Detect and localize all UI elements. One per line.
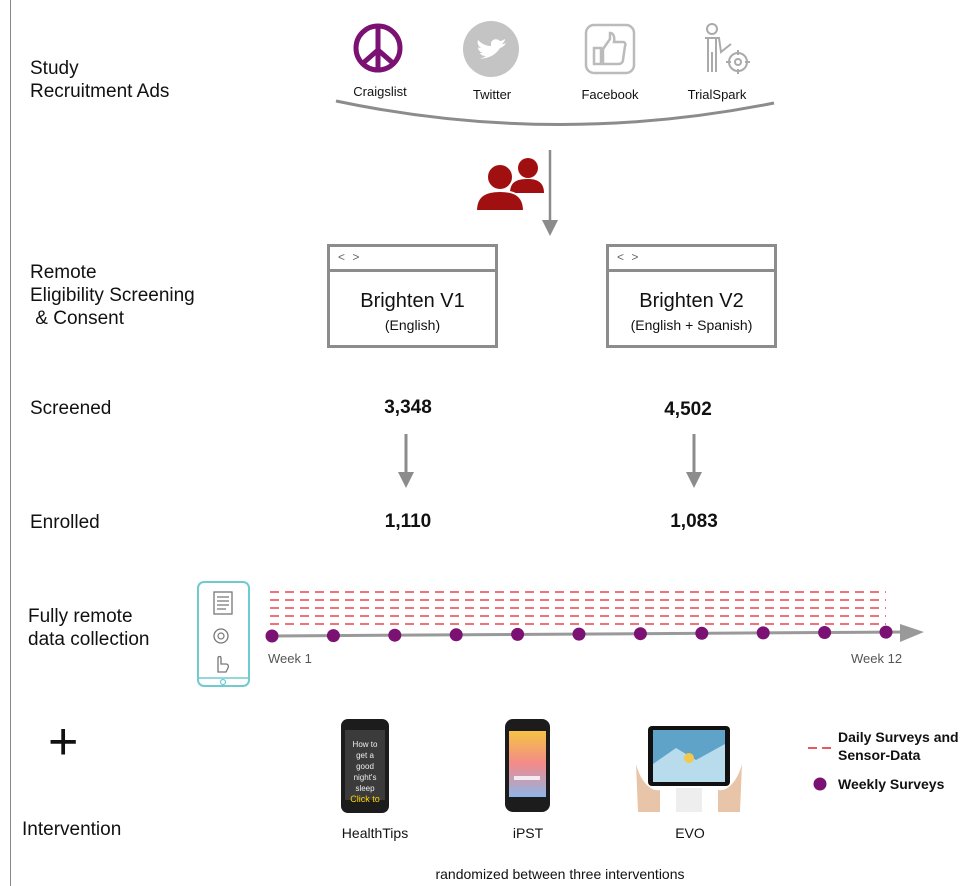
weekly-survey-dot [695,626,709,640]
browser-bar: < > [609,247,774,272]
enrolled-label: Enrolled [30,512,100,533]
legend-dot-icon [813,777,827,791]
ad-label-craigslist: Craigslist [353,84,407,99]
browser-bar: < > [330,247,495,272]
ipst-phone [505,719,550,812]
weekly-survey-dot [265,629,279,643]
weekly-survey-dot [879,625,893,639]
screened-v2: 4,502 [664,399,712,420]
brighten-v2-box: < > Brighten V2 (English + Spanish) [606,244,777,348]
twitter-bird-icon [463,21,519,77]
person-target-icon [705,23,750,74]
weekly-survey-dot [449,628,463,642]
plus-sign: + [48,713,79,771]
brighten-v1-box: < > Brighten V1 (English) [327,244,498,348]
healthtips-phone [341,719,389,813]
footer-caption: randomized between three interventions [435,866,685,882]
weekly-survey-dot [326,629,340,643]
evo-tablet [636,726,742,812]
people-icon [474,158,544,212]
weekly-survey-dot [756,626,770,640]
down-arrow-v2 [686,434,702,488]
recruitment-bracket [335,99,775,126]
enrolled-v2: 1,083 [670,511,718,532]
week-start-label: Week 1 [268,651,312,666]
study-subtitle-v2: (English + Spanish) [630,317,753,333]
weekly-survey-dot [572,627,586,641]
ad-label-facebook: Facebook [581,87,639,102]
study-title-v2: Brighten V2 [639,290,744,312]
study-subtitle-v1: (English) [384,317,441,333]
screened-label: Screened [30,398,112,419]
study-title-v1: Brighten V1 [360,290,465,312]
week-end-label: Week 12 [851,651,903,666]
legend-dash-icon [808,747,834,749]
weekly-survey-dot [818,626,832,639]
weekly-survey-dot [511,627,525,641]
down-arrow-v1 [398,434,414,488]
ad-label-trialspark: TrialSpark [687,87,747,102]
intervention-label: Intervention [22,819,122,840]
intervention-label-ipst: iPST [512,825,544,841]
weekly-survey-dot [388,628,402,642]
daily-survey-dashes [270,591,886,625]
timeline [265,591,924,643]
weekly-survey-dot [633,627,647,641]
screened-v1: 3,348 [384,397,432,418]
peace-icon [353,23,403,73]
diagram-frame [10,0,964,886]
legend-weekly-label: Weekly Surveys [838,776,945,792]
healthtips-screen: How to get a good night's sleep Click to [350,740,380,804]
intervention-label-evo: EVO [675,825,705,841]
ad-label-twitter: Twitter [472,87,512,102]
timeline-arrowhead [900,624,924,642]
intervention-label-healthtips: HealthTips [341,825,409,841]
enrolled-v1: 1,110 [384,511,432,532]
down-arrow-main [542,150,558,236]
smartphone-icon [197,581,250,687]
thumbs-up-icon [584,23,636,75]
